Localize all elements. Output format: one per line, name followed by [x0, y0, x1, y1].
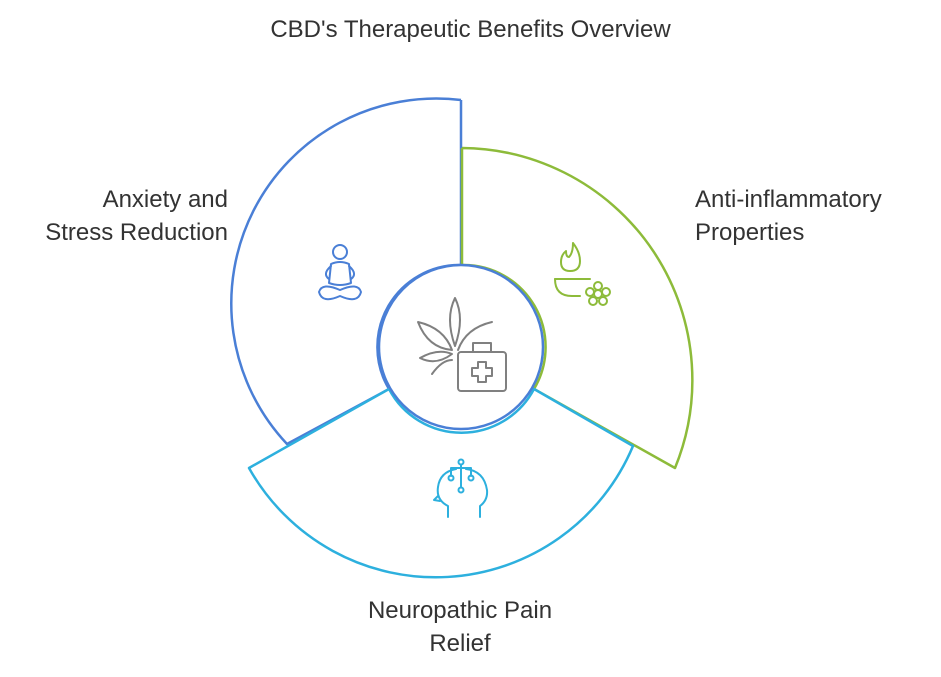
flame-flower-icon: [554, 242, 611, 306]
label-neuro-line-2: Relief: [429, 630, 491, 657]
label-anti-line-2: Properties: [695, 219, 805, 246]
meditation-icon: [318, 244, 362, 301]
cannabis-medkit-icon: [417, 297, 507, 392]
label-anxiety-line-2: Stress Reduction: [45, 219, 228, 246]
label-anxiety: Anxiety and Stress Reduction: [0, 183, 228, 249]
brain-head-icon: [433, 458, 489, 518]
label-anti-line-1: Anti-inflammatory: [695, 186, 882, 213]
label-anti-inflammatory: Anti-inflammatory Properties: [695, 183, 935, 249]
segment-anti-inflammatory: [460, 146, 694, 470]
page-title: CBD's Therapeutic Benefits Overview: [270, 16, 671, 43]
label-anxiety-line-1: Anxiety and: [102, 186, 228, 213]
label-neuropathic: Neuropathic Pain Relief: [300, 594, 620, 660]
label-neuro-line-1: Neuropathic Pain: [367, 597, 553, 624]
center-circle: [377, 263, 545, 431]
segment-neuropathic: [247, 387, 635, 579]
